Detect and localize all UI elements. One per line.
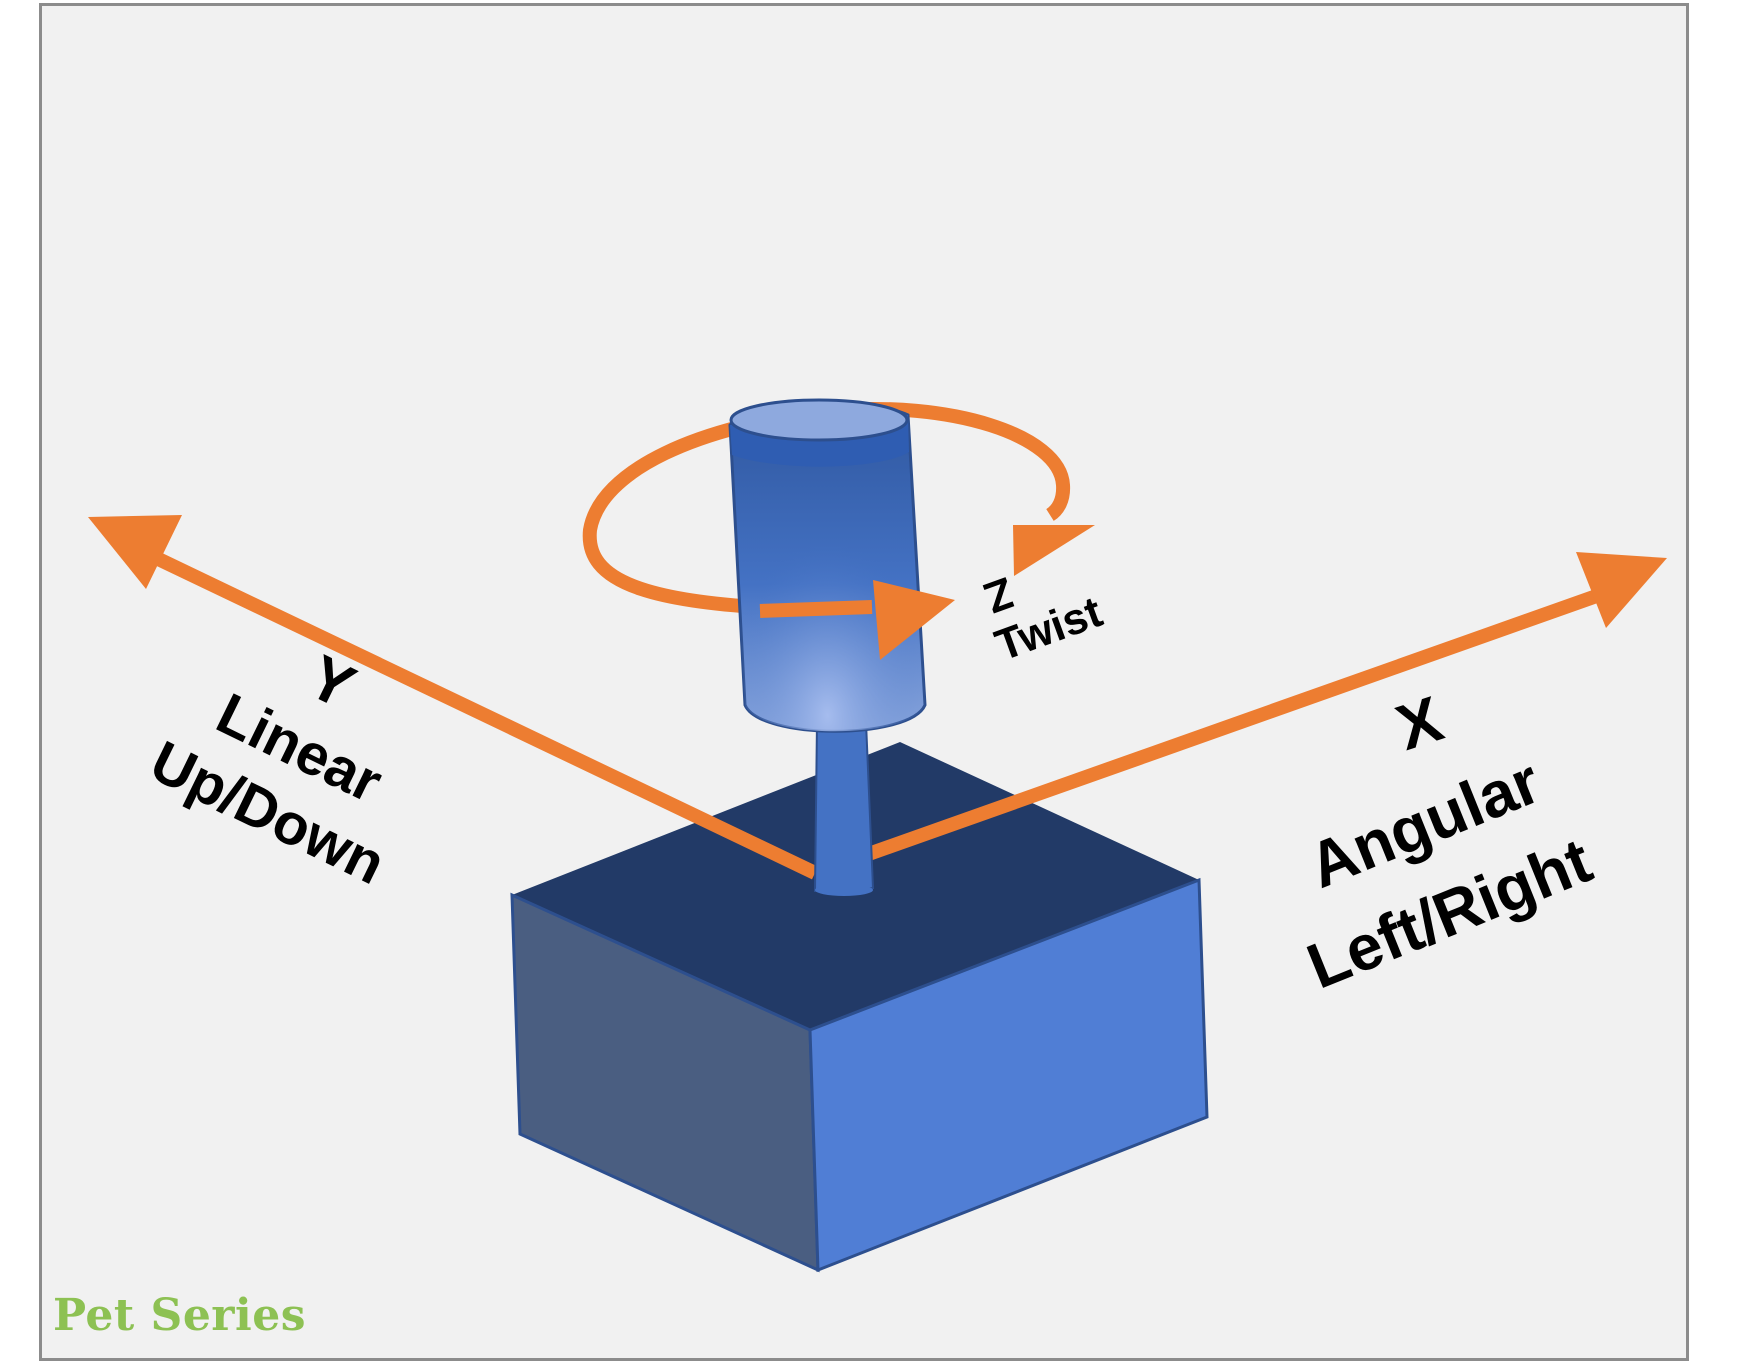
x-axis-letter: X bbox=[1388, 682, 1451, 764]
joystick-knob bbox=[728, 398, 927, 733]
y-axis-label: Y Linear Up/Down bbox=[141, 642, 395, 897]
y-axis-arrow bbox=[88, 515, 819, 880]
twist-ring-front bbox=[759, 580, 955, 660]
x-axis-arrow bbox=[812, 552, 1667, 880]
joystick-stick bbox=[813, 721, 875, 896]
z-axis-letter: Z bbox=[978, 567, 1020, 622]
twist-ring-head-back bbox=[1013, 525, 1095, 576]
x-axis-label: X Angular Left/Right bbox=[1297, 682, 1601, 1002]
brand-label: Pet Series bbox=[53, 1290, 306, 1341]
box-right-face bbox=[808, 877, 1209, 1273]
z-axis-label: Z Twist bbox=[978, 567, 1109, 670]
